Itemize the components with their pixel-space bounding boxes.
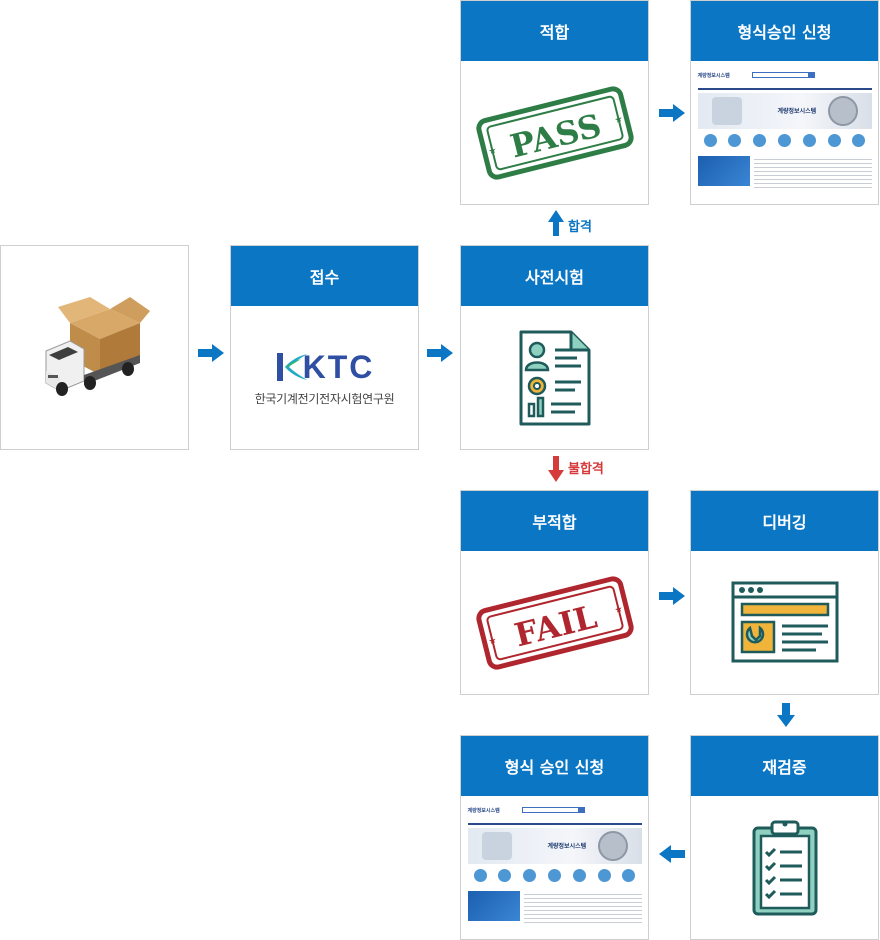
pass-label: 합격 — [568, 220, 592, 235]
step-receipt: 접수 KTC 한국기계전기전자시험연구원 — [230, 245, 419, 450]
pass-stamp-icon: PASS ★ ★ — [475, 85, 634, 180]
fail-label: 불합격 — [568, 462, 604, 477]
clipboard-checklist-icon — [752, 820, 817, 915]
delivery-truck-icon — [45, 296, 150, 396]
svg-text:★: ★ — [487, 145, 497, 157]
website-screenshot: 계량정보시스템 계량정보시스템 — [461, 797, 648, 938]
step-apply-top-title: 형식승인 신청 — [691, 1, 878, 61]
arrow-right-icon — [427, 344, 453, 362]
step-pretest-title: 사전시험 — [461, 246, 648, 306]
step-retest-title: 재검증 — [691, 736, 878, 796]
step-apply-bottom-title: 형식 승인 신청 — [461, 736, 648, 796]
arrow-up-icon — [548, 210, 564, 236]
site-banner-text: 계량정보시스템 — [547, 843, 587, 850]
site-brand: 계량정보시스템 — [467, 808, 500, 814]
arrow-down-icon — [548, 456, 564, 482]
step-pass: 적합 PASS ★ ★ — [460, 0, 649, 205]
step-receipt-title: 접수 — [231, 246, 418, 306]
site-brand: 계량정보시스템 — [697, 73, 730, 79]
fail-stamp-icon: FAIL ★ ★ — [475, 575, 634, 670]
debug-window-wrench-icon — [731, 581, 838, 662]
ktc-name: 한국기계전기전자시험연구원 — [254, 391, 395, 406]
step-debug: 디버깅 — [690, 490, 879, 695]
ktc-logo-text: KTC — [302, 348, 375, 385]
step-fail-title: 부적합 — [461, 491, 648, 551]
delivery-box — [0, 245, 189, 450]
step-apply-top: 형식승인 신청 계량정보시스템 계량정보시스템 — [690, 0, 879, 205]
site-banner-text: 계량정보시스템 — [777, 108, 817, 115]
ktc-mark-icon — [276, 353, 307, 381]
svg-text:★: ★ — [613, 604, 623, 616]
website-screenshot: 계량정보시스템 계량정보시스템 — [691, 62, 878, 203]
arrow-right-icon — [198, 344, 224, 362]
step-apply-bottom: 형식 승인 신청 계량정보시스템 계량정보시스템 — [460, 735, 649, 940]
test-document-icon — [519, 330, 590, 425]
arrow-right-icon — [659, 587, 685, 605]
arrow-right-icon — [659, 104, 685, 122]
step-debug-title: 디버깅 — [691, 491, 878, 551]
step-retest: 재검증 — [690, 735, 879, 940]
arrow-down-icon — [777, 703, 795, 727]
arrow-left-icon — [659, 845, 685, 863]
svg-text:★: ★ — [613, 114, 623, 126]
step-pass-title: 적합 — [461, 1, 648, 61]
step-fail: 부적합 FAIL ★ ★ — [460, 490, 649, 695]
step-pretest: 사전시험 — [460, 245, 649, 450]
ktc-logo: KTC — [275, 349, 375, 386]
svg-text:★: ★ — [487, 635, 497, 647]
